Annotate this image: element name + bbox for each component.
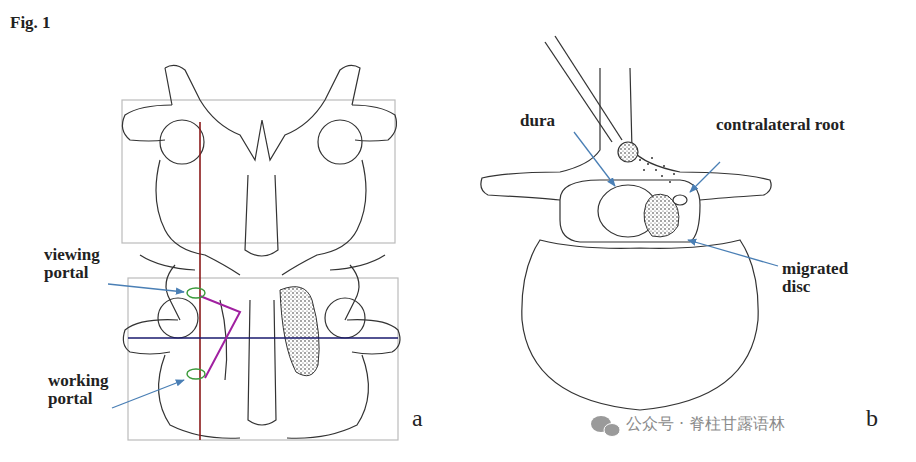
figure-title: Fig. 1	[10, 14, 51, 32]
watermark: 公众号 · 脊柱甘露语林	[626, 416, 785, 433]
panel-letter: b	[866, 406, 878, 431]
panel-letter: a	[412, 406, 423, 431]
structure-label: dura	[520, 112, 555, 130]
structure-label: contralateral root	[716, 116, 846, 134]
portal-label: viewing portal	[44, 246, 124, 282]
structure-label: migrated disc	[782, 260, 872, 296]
portal-label: working portal	[48, 372, 128, 408]
